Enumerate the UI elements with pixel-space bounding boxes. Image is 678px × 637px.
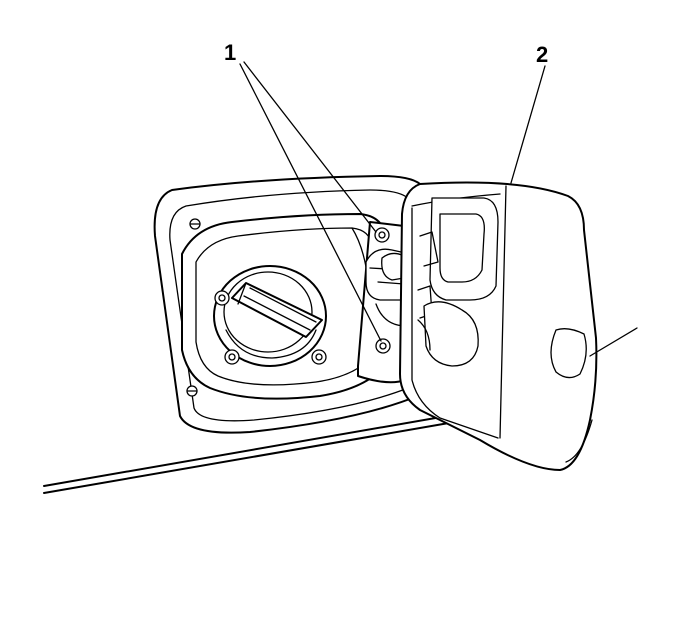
- cap-grip-handle: [231, 282, 323, 338]
- body-edge-line: [43, 411, 473, 494]
- fuel-door-panel: [399, 181, 598, 471]
- housing-screw-bottom-left: [186, 385, 198, 397]
- callout-1-leaders: [239, 61, 382, 342]
- pocket-nut-left: [214, 290, 230, 306]
- hinge-screw-lower: [375, 338, 391, 354]
- housing-screw-top-left: [189, 218, 201, 230]
- hinge-screw-upper: [374, 227, 390, 243]
- fuel-filler-cap: [213, 265, 327, 367]
- door-edge-leader: [589, 327, 638, 357]
- callout-2-leader: [510, 65, 546, 184]
- callout-2-label: 2: [536, 42, 548, 67]
- pocket-nut-bottom-left: [224, 349, 240, 365]
- pocket-nut-bottom-right: [311, 349, 327, 365]
- callout-1-label: 1: [224, 40, 236, 65]
- hinge-bracket: [357, 221, 411, 384]
